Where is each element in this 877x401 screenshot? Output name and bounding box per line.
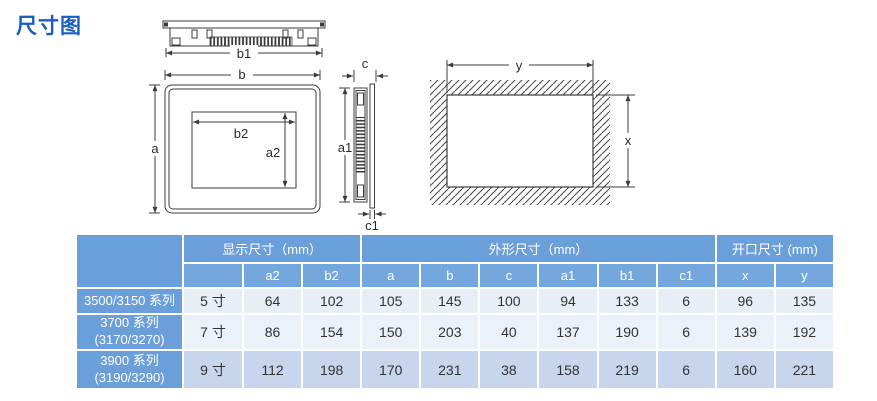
dim-label-x: x xyxy=(625,133,632,148)
value-cell: 231 xyxy=(419,349,481,390)
col-header-y: y xyxy=(773,262,836,289)
value-cell: 64 xyxy=(241,287,304,315)
value-cell: 137 xyxy=(537,313,599,351)
dim-label-a1: a1 xyxy=(338,140,352,155)
value-cell: 102 xyxy=(301,287,363,315)
table-row: 3900 系列(3190/3290) 9 寸 112 198 170 231 3… xyxy=(75,349,836,390)
value-cell: 190 xyxy=(596,313,658,351)
value-cell: 40 xyxy=(478,313,540,351)
side-view-drawing: c a1 c1 xyxy=(334,56,388,232)
series-cell: 3700 系列(3170/3270) xyxy=(75,313,184,351)
value-cell: 145 xyxy=(419,287,481,315)
blank-subheader-cell xyxy=(182,262,244,289)
value-cell: 6 xyxy=(655,349,717,390)
value-cell: 158 xyxy=(537,349,599,390)
size-cell: 9 寸 xyxy=(182,349,244,390)
corner-cell xyxy=(75,233,184,289)
dim-label-a: a xyxy=(151,141,159,156)
value-cell: 96 xyxy=(714,287,776,315)
group-header-display-size: 显示尺寸（mm） xyxy=(181,233,363,264)
col-header-a: a xyxy=(360,262,422,289)
value-cell: 170 xyxy=(360,349,422,390)
dim-label-y: y xyxy=(516,58,523,73)
dim-label-c1: c1 xyxy=(365,218,379,232)
value-cell: 86 xyxy=(241,313,304,351)
dimensions-table: 显示尺寸（mm） 外形尺寸（mm） 开口尺寸 (mm) a2 b2 a b c … xyxy=(75,233,836,390)
value-cell: 94 xyxy=(537,287,599,315)
col-header-x: x xyxy=(714,262,776,289)
value-cell: 203 xyxy=(419,313,481,351)
col-header-c: c xyxy=(478,262,540,289)
size-cell: 7 寸 xyxy=(182,313,244,351)
value-cell: 100 xyxy=(478,287,540,315)
series-name: 3900 系列 xyxy=(100,352,159,368)
dim-label-a2: a2 xyxy=(266,145,280,160)
value-cell: 139 xyxy=(714,313,776,351)
value-cell: 150 xyxy=(360,313,422,351)
series-cell: 3900 系列(3190/3290) xyxy=(75,349,184,390)
col-header-b1: b1 xyxy=(596,262,658,289)
value-cell: 135 xyxy=(773,287,836,315)
col-header-a1: a1 xyxy=(537,262,599,289)
dim-label-c: c xyxy=(362,56,369,71)
value-cell: 105 xyxy=(360,287,422,315)
value-cell: 6 xyxy=(655,287,717,315)
dimension-diagrams: b1 b a b2 a2 c xyxy=(146,20,637,232)
value-cell: 192 xyxy=(773,313,836,351)
series-note: (3170/3270) xyxy=(94,332,165,347)
page-title: 尺寸图 xyxy=(16,15,82,38)
value-cell: 6 xyxy=(655,313,717,351)
group-header-opening-size: 开口尺寸 (mm) xyxy=(714,233,836,264)
table-row: 3500/3150 系列 5 寸 64 102 105 145 100 94 1… xyxy=(75,287,836,315)
value-cell: 219 xyxy=(596,349,658,390)
table-subheader-row: a2 b2 a b c a1 b1 c1 x y xyxy=(76,262,836,289)
top-view-drawing: b1 xyxy=(162,20,326,61)
value-cell: 133 xyxy=(596,287,658,315)
value-cell: 160 xyxy=(714,349,776,390)
col-header-c1: c1 xyxy=(655,262,717,289)
dim-label-b: b xyxy=(238,67,245,82)
col-header-b2: b2 xyxy=(301,262,363,289)
value-cell: 198 xyxy=(301,349,363,390)
dim-label-b2: b2 xyxy=(234,126,248,141)
series-name: 3700 系列 xyxy=(100,315,159,331)
col-header-b: b xyxy=(419,262,481,289)
col-header-a2: a2 xyxy=(241,262,304,289)
table-group-header-row: 显示尺寸（mm） 外形尺寸（mm） 开口尺寸 (mm) xyxy=(75,233,836,289)
series-name: 3500/3150 系列 xyxy=(83,292,176,308)
value-cell: 154 xyxy=(301,313,363,351)
value-cell: 38 xyxy=(478,349,540,390)
table-row: 3700 系列(3170/3270) 7 寸 86 154 150 203 40… xyxy=(75,313,836,351)
value-cell: 221 xyxy=(773,349,836,390)
front-view-drawing: b a b2 a2 xyxy=(146,67,321,214)
series-cell: 3500/3150 系列 xyxy=(75,287,184,315)
size-cell: 5 寸 xyxy=(182,287,244,315)
value-cell: 112 xyxy=(241,349,304,390)
series-note: (3190/3290) xyxy=(94,369,165,385)
group-header-outline-size: 外形尺寸（mm） xyxy=(360,233,717,264)
panel-cutout-drawing: y x xyxy=(430,58,637,205)
dim-label-b1: b1 xyxy=(237,46,251,61)
